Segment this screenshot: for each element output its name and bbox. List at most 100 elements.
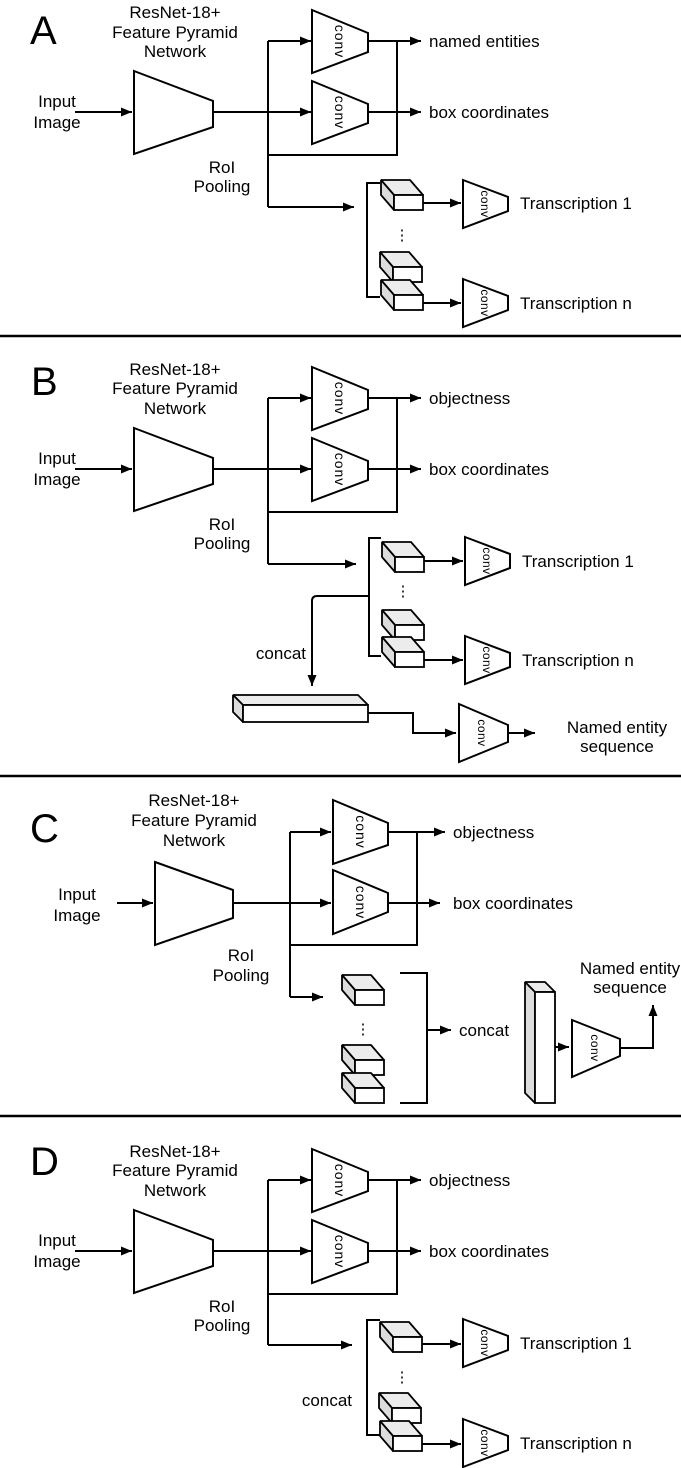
concat-feature-bar [232,694,369,723]
ellipsis-dots: ⋮ [395,227,410,244]
feedback-loop-line [268,41,398,156]
backbone-label-line2: Feature Pyramid [112,23,238,42]
panel-b: B ResNet-18+ Feature Pyramid Network Inp… [31,360,668,764]
roi-label-line2: Pooling [213,966,270,985]
feature-box-front-face [392,1435,423,1452]
transcription-1-label: Transcription 1 [520,194,632,213]
conv-label: conv [332,382,348,416]
backbone-label-line1: ResNet-18+ [129,360,220,379]
panel-letter: D [30,1140,59,1184]
panel-letter: A [30,9,57,53]
roi-label-line1: RoI [209,158,235,177]
conv-label: conv [478,190,492,217]
rpn-cls-conv-trapezoid [311,1147,369,1214]
backbone-trapezoid [133,69,214,156]
feature-box [381,541,425,573]
backbone-trapezoid [154,860,234,947]
rpn-box-conv-trapezoid [311,436,369,503]
conv-label: conv [480,547,494,574]
input-label-line1: Input [38,449,76,468]
transcription-conv-trapezoid [464,634,511,686]
concat-label: concat [256,644,306,663]
panel-c: C ResNet-18+ Feature Pyramid Network Inp… [30,791,681,1104]
feedback-loop-line [268,1180,398,1295]
feature-bar-front-face [242,704,369,723]
transcription-conv-trapezoid [464,535,511,587]
conv-label: conv [332,96,348,130]
panel-letter: B [31,360,58,404]
transcription-n-label: Transcription n [520,1434,632,1453]
feedback-loop-line [268,398,398,513]
output-bottom-label: box coordinates [429,1242,549,1261]
sequence-label-line1: Named entity [567,718,668,737]
concat-label: concat [459,1021,509,1040]
sequence-conv-trapezoid [571,1018,621,1079]
feature-box [380,179,424,211]
feature-box-front-face [394,651,425,668]
rpn-cls-conv-trapezoid [311,8,369,75]
feature-box [379,251,423,283]
concat-feature-bar [524,981,556,1104]
backbone-label-line3: Network [144,1181,207,1200]
feature-box-front-face [392,1336,423,1353]
feature-box-front-face [354,989,385,1006]
feature-box [378,1392,422,1424]
conv-label: conv [353,815,369,849]
input-label-line2: Image [33,470,80,489]
backbone-label-line3: Network [163,831,226,850]
output-top-label: named entities [429,32,540,51]
transcription-1-label: Transcription 1 [520,1334,632,1353]
backbone-label-line3: Network [144,399,207,418]
bar-to-conv-arrow [368,712,456,738]
panel-d: D ResNet-18+ Feature Pyramid Network Inp… [30,1140,632,1468]
roi-stack-bracket [366,182,380,298]
roi-label-line1: RoI [228,946,254,965]
sequence-output-arrow [620,1005,658,1049]
conv-label: conv [478,1429,492,1456]
concat-label: concat [302,1391,352,1410]
feature-bar-front-face [534,991,556,1104]
rpn-box-conv-trapezoid [311,79,369,146]
conv-label: conv [332,453,348,487]
backbone-label-line1: ResNet-18+ [148,791,239,810]
roi-label-line1: RoI [209,1297,235,1316]
sequence-label-line2: sequence [593,978,667,997]
feature-box [379,1321,423,1353]
feature-box [379,1420,423,1452]
input-label-line2: Image [53,906,100,925]
feature-box-front-face [393,294,424,311]
rpn-box-conv-trapezoid [332,868,389,936]
output-top-label: objectness [429,1171,510,1190]
output-bottom-label: box coordinates [429,103,549,122]
feature-box [381,609,425,641]
feature-box [381,636,425,668]
conv-label: conv [332,1235,348,1269]
roi-stack-bracket [368,537,381,657]
feature-bar-top-face [232,694,369,706]
rpn-box-conv-trapezoid [311,1218,369,1285]
roi-label-line2: Pooling [194,177,251,196]
concat-bracket [366,1319,380,1436]
roi-label-line2: Pooling [194,1316,251,1335]
panel-a: A ResNet-18+ Feature Pyramid Network Inp… [30,3,632,329]
conv-label: conv [478,289,492,316]
ellipsis-dots: ⋮ [395,1369,410,1386]
backbone-label-line2: Feature Pyramid [112,379,238,398]
concat-line-arrow [307,595,369,686]
input-label-line1: Input [58,885,96,904]
output-top-label: objectness [453,823,534,842]
transcription-conv-trapezoid [462,277,509,329]
transcription-n-label: Transcription n [520,294,632,313]
transcription-n-label: Transcription n [522,651,634,670]
feature-box-front-face [394,556,425,573]
input-label-line2: Image [33,113,80,132]
backbone-label-line1: ResNet-18+ [129,3,220,22]
backbone-label-line2: Feature Pyramid [131,811,257,830]
backbone-label-line2: Feature Pyramid [112,1161,238,1180]
conv-label: conv [332,1164,348,1198]
feature-box [341,1044,385,1076]
sequence-conv-trapezoid [458,702,509,764]
input-label-line1: Input [38,92,76,111]
